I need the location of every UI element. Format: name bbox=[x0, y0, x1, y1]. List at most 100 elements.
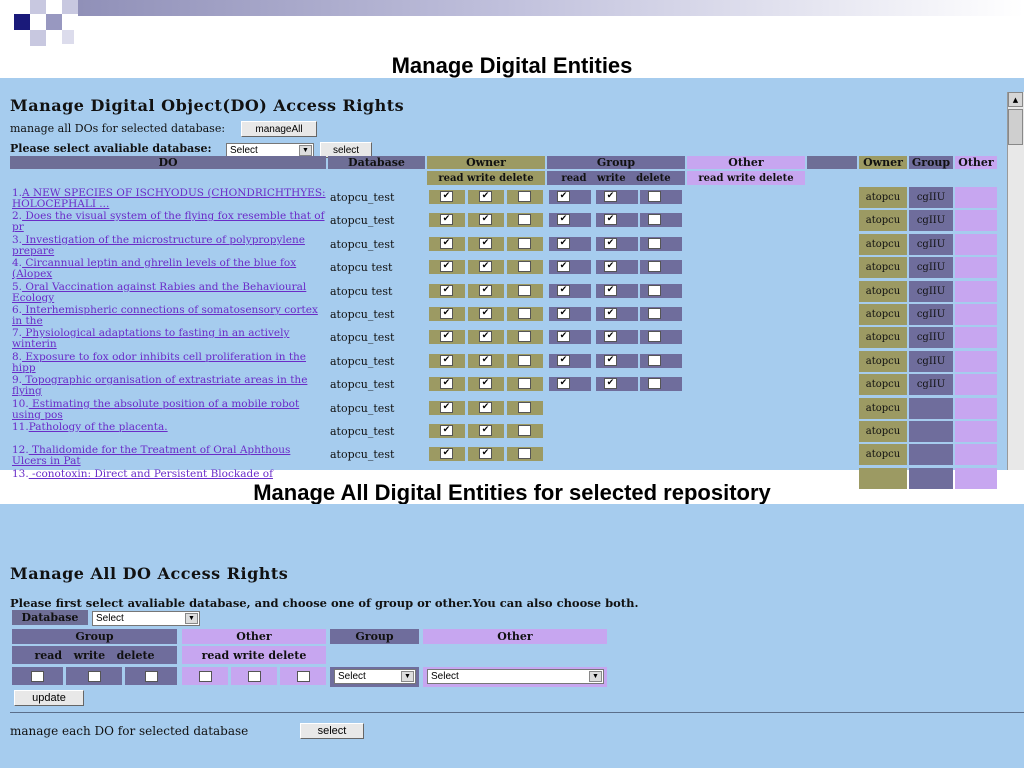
scroll-up-icon[interactable]: ▲ bbox=[1008, 92, 1023, 107]
do-link[interactable]: 3. Investigation of the microstructure o… bbox=[12, 234, 305, 257]
do-link[interactable]: 5. Oral Vaccination against Rabies and t… bbox=[12, 281, 307, 304]
do-link[interactable]: 6. Interhemispheric connections of somat… bbox=[12, 304, 318, 327]
group-name-cell: cgIIU bbox=[909, 187, 953, 208]
owner-perm-checkbox[interactable]: ✔ bbox=[440, 308, 453, 319]
group-perm-checkbox[interactable]: ✔ bbox=[557, 238, 570, 249]
do-link[interactable]: 8. Exposure to fox odor inhibits cell pr… bbox=[12, 351, 307, 374]
group-perm-checkbox[interactable]: ✔ bbox=[557, 261, 570, 272]
owner-perm-checkbox[interactable]: ✔ bbox=[479, 331, 492, 342]
group-perm-checkbox[interactable] bbox=[648, 308, 661, 319]
owner-perm-checkbox[interactable] bbox=[518, 355, 531, 366]
header-owner-name: Owner bbox=[859, 156, 907, 169]
owner-perm-checkbox[interactable] bbox=[518, 425, 531, 436]
owner-perm-checkbox[interactable]: ✔ bbox=[479, 378, 492, 389]
owner-perm-checkbox[interactable] bbox=[518, 285, 531, 296]
scroll-thumb[interactable] bbox=[1008, 109, 1023, 145]
owner-perm-checkbox[interactable]: ✔ bbox=[440, 355, 453, 366]
group-perm-checkbox[interactable]: ✔ bbox=[557, 331, 570, 342]
group-perm-checkbox[interactable]: ✔ bbox=[604, 214, 617, 225]
owner-perm-checkbox[interactable]: ✔ bbox=[440, 191, 453, 202]
owner-perm-checkbox[interactable]: ✔ bbox=[479, 285, 492, 296]
owner-perm-checkbox[interactable] bbox=[518, 331, 531, 342]
group-perm-checkbox[interactable] bbox=[648, 261, 661, 272]
owner-perm-checkbox[interactable]: ✔ bbox=[440, 448, 453, 459]
other-name-cell bbox=[955, 257, 997, 278]
other-write-checkbox[interactable] bbox=[247, 670, 261, 682]
group-perm-checkbox[interactable] bbox=[648, 238, 661, 249]
owner-perm-checkbox[interactable]: ✔ bbox=[479, 448, 492, 459]
owner-perm-checkbox[interactable] bbox=[518, 238, 531, 249]
header-blank bbox=[807, 156, 857, 169]
select-button-2[interactable]: select bbox=[300, 723, 364, 739]
group-perm-checkbox[interactable] bbox=[648, 191, 661, 202]
group-perm-checkbox[interactable]: ✔ bbox=[557, 191, 570, 202]
owner-perm-checkbox[interactable]: ✔ bbox=[479, 425, 492, 436]
do-link[interactable]: 11.Pathology of the placenta. bbox=[12, 421, 168, 433]
database-cell: atopcu test bbox=[330, 285, 393, 298]
owner-perm-checkbox[interactable]: ✔ bbox=[479, 191, 492, 202]
group-perm-checkbox[interactable]: ✔ bbox=[604, 191, 617, 202]
do-link[interactable]: 1.A NEW SPECIES OF ISCHYODUS (CHONDRICHT… bbox=[12, 187, 326, 210]
vertical-scrollbar[interactable]: ▲ bbox=[1007, 92, 1024, 470]
group-perm-checkbox[interactable]: ✔ bbox=[604, 378, 617, 389]
group-perm-checkbox[interactable] bbox=[648, 331, 661, 342]
owner-perm-checkbox[interactable]: ✔ bbox=[440, 378, 453, 389]
group-select[interactable]: Select▼ bbox=[334, 669, 416, 684]
other-read-checkbox[interactable] bbox=[198, 670, 212, 682]
group-perm-checkbox[interactable]: ✔ bbox=[604, 355, 617, 366]
owner-perm-checkbox[interactable]: ✔ bbox=[440, 331, 453, 342]
owner-perm-checkbox[interactable] bbox=[518, 402, 531, 413]
do-link[interactable]: 7. Physiological adaptations to fasting … bbox=[12, 327, 290, 350]
owner-perm-checkbox[interactable]: ✔ bbox=[440, 261, 453, 272]
group-perm-checkbox[interactable]: ✔ bbox=[604, 308, 617, 319]
other-subheader: read write delete bbox=[687, 171, 805, 185]
slide-decoration bbox=[0, 0, 1024, 48]
owner-name-cell bbox=[859, 468, 907, 489]
owner-perm-checkbox[interactable]: ✔ bbox=[479, 261, 492, 272]
do-link[interactable]: 4. Circannual leptin and ghrelin levels … bbox=[12, 257, 297, 280]
group-perm-checkbox[interactable]: ✔ bbox=[604, 331, 617, 342]
group-perm-checkbox[interactable] bbox=[648, 378, 661, 389]
other-delete-checkbox[interactable] bbox=[296, 670, 310, 682]
group-write-checkbox[interactable] bbox=[87, 670, 101, 682]
database-select-2[interactable]: Select▼ bbox=[92, 611, 200, 626]
do-link[interactable]: 10. Estimating the absolute position of … bbox=[12, 398, 300, 421]
owner-perm-checkbox[interactable]: ✔ bbox=[479, 308, 492, 319]
group-perm-checkbox[interactable]: ✔ bbox=[557, 308, 570, 319]
owner-perm-checkbox[interactable] bbox=[518, 308, 531, 319]
owner-perm-checkbox[interactable] bbox=[518, 378, 531, 389]
do-link[interactable]: 12. Thalidomide for the Treatment of Ora… bbox=[12, 444, 291, 467]
group-delete-checkbox[interactable] bbox=[144, 670, 158, 682]
group-perm-checkbox[interactable] bbox=[648, 214, 661, 225]
owner-perm-checkbox[interactable] bbox=[518, 261, 531, 272]
group-read-checkbox[interactable] bbox=[31, 670, 44, 682]
owner-perm-checkbox[interactable] bbox=[518, 214, 531, 225]
owner-perm-checkbox[interactable]: ✔ bbox=[440, 238, 453, 249]
group-perm-checkbox[interactable]: ✔ bbox=[604, 285, 617, 296]
owner-perm-checkbox[interactable]: ✔ bbox=[479, 214, 492, 225]
other-select[interactable]: Select▼ bbox=[427, 669, 604, 684]
owner-perm-checkbox[interactable]: ✔ bbox=[440, 285, 453, 296]
group-perm-checkbox[interactable] bbox=[648, 285, 661, 296]
group-perm-checkbox[interactable]: ✔ bbox=[557, 355, 570, 366]
manage-all-button[interactable]: manageAll bbox=[241, 121, 317, 137]
owner-perm-checkbox[interactable]: ✔ bbox=[440, 214, 453, 225]
group-perm-checkbox[interactable]: ✔ bbox=[557, 378, 570, 389]
owner-perm-checkbox[interactable] bbox=[518, 448, 531, 459]
owner-perm-checkbox[interactable] bbox=[518, 191, 531, 202]
do-link[interactable]: 9. Topographic organisation of extrastri… bbox=[12, 374, 308, 397]
owner-perm-checkbox[interactable]: ✔ bbox=[440, 402, 453, 413]
owner-perm-checkbox[interactable]: ✔ bbox=[479, 355, 492, 366]
owner-perm-checkbox[interactable]: ✔ bbox=[440, 425, 453, 436]
owner-perm-checkbox[interactable]: ✔ bbox=[479, 402, 492, 413]
database-cell: atopcu_test bbox=[330, 331, 395, 344]
group-perm-checkbox[interactable]: ✔ bbox=[604, 261, 617, 272]
do-link[interactable]: 13. -conotoxin: Direct and Persistent Bl… bbox=[12, 468, 273, 480]
update-button[interactable]: update bbox=[14, 690, 84, 706]
do-link[interactable]: 2. Does the visual system of the flying … bbox=[12, 210, 325, 233]
group-perm-checkbox[interactable] bbox=[648, 355, 661, 366]
group-perm-checkbox[interactable]: ✔ bbox=[604, 238, 617, 249]
group-perm-checkbox[interactable]: ✔ bbox=[557, 214, 570, 225]
group-perm-checkbox[interactable]: ✔ bbox=[557, 285, 570, 296]
owner-perm-checkbox[interactable]: ✔ bbox=[479, 238, 492, 249]
